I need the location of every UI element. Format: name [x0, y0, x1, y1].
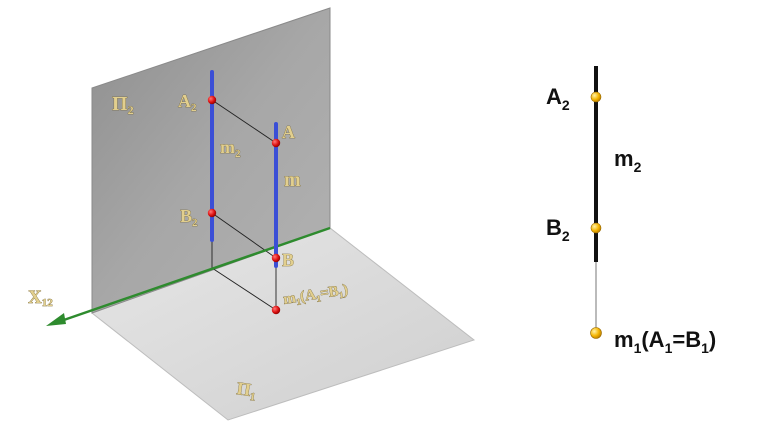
point-b2 [590, 222, 602, 234]
m2-label-spatial: m2 [220, 137, 241, 160]
connector-a2-a [211, 99, 277, 144]
point-b2-spatial [207, 208, 217, 218]
a-label-spatial: A [282, 122, 295, 142]
m2-label: m2 [614, 146, 642, 175]
point-a2 [590, 91, 602, 103]
m1-label: m1(A1=B1) [614, 327, 716, 356]
spatial-view: Π2 Π1 X12 A2 B2 m2 A m B m1(A1=B1) [28, 7, 476, 421]
point-m1-spatial [271, 305, 281, 315]
x12-axis [57, 226, 331, 324]
plane-v-label: Π2 [112, 93, 134, 117]
axis-label: X12 [28, 287, 53, 309]
point-m1 [590, 327, 602, 339]
b2-label: B2 [546, 215, 570, 244]
b-label-spatial: B [282, 250, 294, 270]
a2-label: A2 [546, 84, 570, 113]
b2-label-spatial: B2 [180, 206, 198, 229]
m-label-spatial: m [284, 169, 301, 191]
connector-foot-m1 [211, 267, 277, 311]
projection-view: A2 B2 m2 m1(A1=B1) [546, 66, 716, 356]
point-a-spatial [271, 138, 281, 148]
m1-label-spatial: m1(A1=B1) [282, 282, 349, 309]
point-a2-spatial [207, 95, 217, 105]
point-b-spatial [271, 253, 281, 263]
a2-label-spatial: A2 [178, 91, 197, 114]
x12-axis-arrowhead [46, 313, 66, 326]
plane-h-label: Π1 [235, 378, 258, 403]
